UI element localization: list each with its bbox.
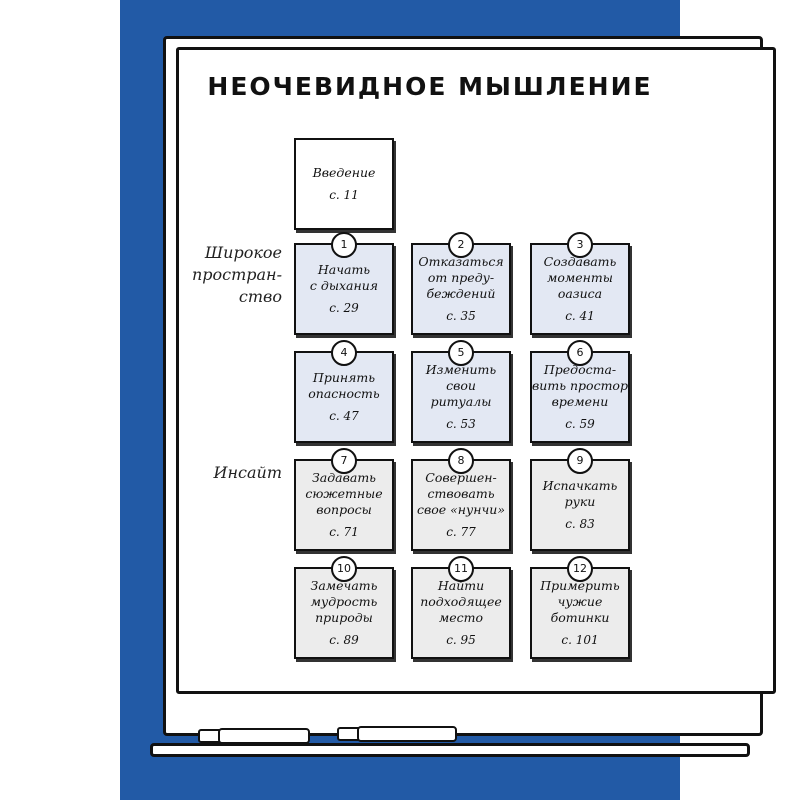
chapter-card[interactable]: 7 Задавать сюжетные вопросы с. 71 bbox=[294, 448, 394, 551]
chapter-number-badge: 1 bbox=[331, 232, 357, 258]
chapter-number-badge: 11 bbox=[448, 556, 474, 582]
chapter-card[interactable]: 11 Найти подходящее место с. 95 bbox=[411, 556, 511, 659]
chapter-page: с. 35 bbox=[446, 309, 476, 323]
chapter-page: с. 95 bbox=[446, 633, 476, 647]
chapter-card[interactable]: 9 Испачкать руки с. 83 bbox=[530, 448, 630, 551]
chapter-number-badge: 6 bbox=[567, 340, 593, 366]
chapter-title: Изменить свои ритуалы bbox=[425, 362, 497, 409]
chapter-card[interactable]: 1 Начать с дыхания с. 29 bbox=[294, 232, 394, 335]
chapter-title: Найти подходящее место bbox=[420, 578, 502, 625]
chapter-page: с. 47 bbox=[329, 409, 359, 423]
section-label-wide-space: Широкое простран- ство bbox=[191, 243, 282, 306]
chapter-page: с. 29 bbox=[329, 301, 359, 315]
chapter-title: Совершен- ствовать свое «нунчи» bbox=[416, 470, 505, 517]
chapter-number-badge: 9 bbox=[567, 448, 593, 474]
intro-page: с. 11 bbox=[329, 188, 359, 202]
section-label-insight: Инсайт bbox=[213, 463, 282, 482]
chapter-title: Предоста- вить простор времени bbox=[532, 362, 628, 409]
page-title: НЕОЧЕВИДНОЕ МЫШЛЕНИЕ bbox=[207, 72, 653, 101]
chapter-card[interactable]: 12 Примерить чужие ботинки с. 101 bbox=[530, 556, 630, 659]
intro-label: Введение bbox=[312, 165, 376, 180]
chapter-page: с. 71 bbox=[329, 525, 359, 539]
chapter-title: Отказаться от преду- беждений bbox=[418, 254, 504, 301]
chapter-card[interactable]: 3 Создавать моменты оазиса с. 41 bbox=[530, 232, 630, 335]
chapter-title: Замечать мудрость природы bbox=[310, 578, 378, 625]
chapter-number-badge: 2 bbox=[448, 232, 474, 258]
chapter-page: с. 83 bbox=[565, 517, 595, 531]
chapter-title: Задавать сюжетные вопросы bbox=[305, 470, 383, 517]
chapter-number-badge: 7 bbox=[331, 448, 357, 474]
chapter-number-badge: 8 bbox=[448, 448, 474, 474]
chapter-card[interactable]: 4 Принять опасность с. 47 bbox=[294, 340, 394, 443]
chapter-card[interactable]: 5 Изменить свои ритуалы с. 53 bbox=[411, 340, 511, 443]
marker-icon bbox=[218, 728, 310, 744]
chapter-page: с. 89 bbox=[329, 633, 359, 647]
chapter-card[interactable]: 8 Совершен- ствовать свое «нунчи» с. 77 bbox=[411, 448, 511, 551]
chapter-card[interactable]: 10 Замечать мудрость природы с. 89 bbox=[294, 556, 394, 659]
chapter-card[interactable]: 2 Отказаться от преду- беждений с. 35 bbox=[411, 232, 511, 335]
chapter-number-badge: 4 bbox=[331, 340, 357, 366]
eraser-icon bbox=[357, 726, 457, 742]
chapter-title: Начать с дыхания bbox=[309, 262, 379, 293]
intro-card[interactable]: Введение с. 11 bbox=[294, 138, 394, 230]
chapter-page: с. 59 bbox=[565, 417, 595, 431]
chapter-number-badge: 3 bbox=[567, 232, 593, 258]
chapter-page: с. 101 bbox=[561, 633, 599, 647]
chapter-title: Принять опасность bbox=[308, 370, 380, 401]
chapter-card[interactable]: 6 Предоста- вить простор времени с. 59 bbox=[530, 340, 630, 443]
chapter-title: Испачкать руки bbox=[542, 478, 618, 509]
chapter-page: с. 41 bbox=[565, 309, 595, 323]
chapter-number-badge: 10 bbox=[331, 556, 357, 582]
chapter-page: с. 77 bbox=[446, 525, 476, 539]
chapter-title: Создавать моменты оазиса bbox=[543, 254, 617, 301]
chapter-number-badge: 12 bbox=[567, 556, 593, 582]
whiteboard-ledge bbox=[150, 743, 750, 757]
chapter-number-badge: 5 bbox=[448, 340, 474, 366]
chapter-page: с. 53 bbox=[446, 417, 476, 431]
chapter-title: Примерить чужие ботинки bbox=[540, 578, 620, 625]
